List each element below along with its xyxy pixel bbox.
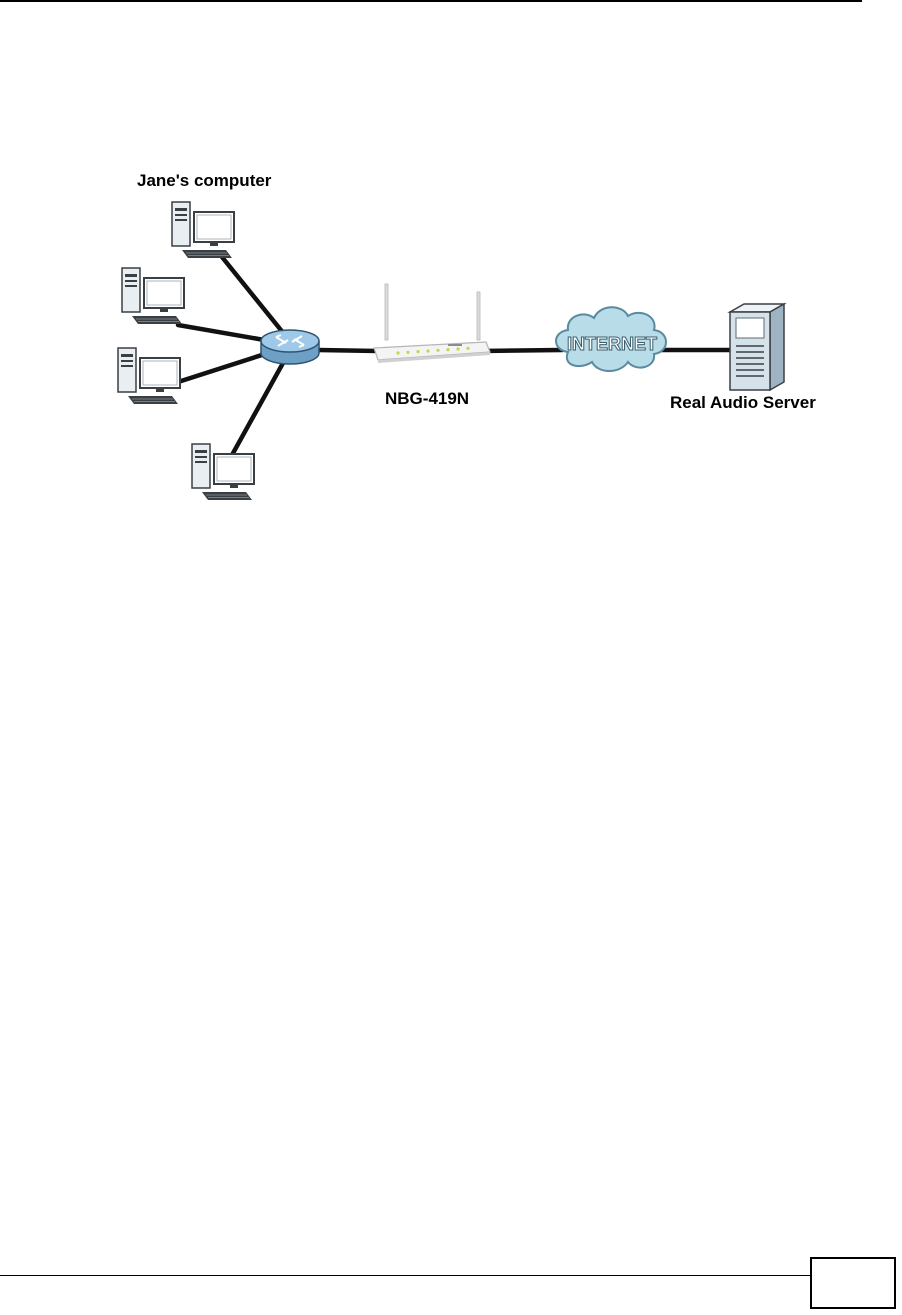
- link-switch-router: [318, 350, 378, 351]
- pc-icon: [192, 444, 254, 500]
- internet-label: INTERNET: [567, 334, 657, 354]
- network-diagram: INTERNET: [0, 0, 902, 560]
- server-icon: [730, 304, 784, 390]
- pc-icon: [118, 348, 180, 404]
- page-number-box: [810, 1257, 896, 1309]
- link-router-cloud: [480, 350, 562, 351]
- router-icon: [374, 284, 490, 363]
- pc-icon: [122, 268, 184, 324]
- footer-rule: [0, 1275, 810, 1276]
- janes-computer-label: Jane's computer: [137, 171, 271, 191]
- internet-cloud-icon: INTERNET: [556, 307, 666, 371]
- pc-icon: [172, 202, 234, 258]
- router-label: NBG-419N: [385, 389, 469, 409]
- switch-icon: [261, 330, 319, 364]
- server-label: Real Audio Server: [670, 393, 816, 413]
